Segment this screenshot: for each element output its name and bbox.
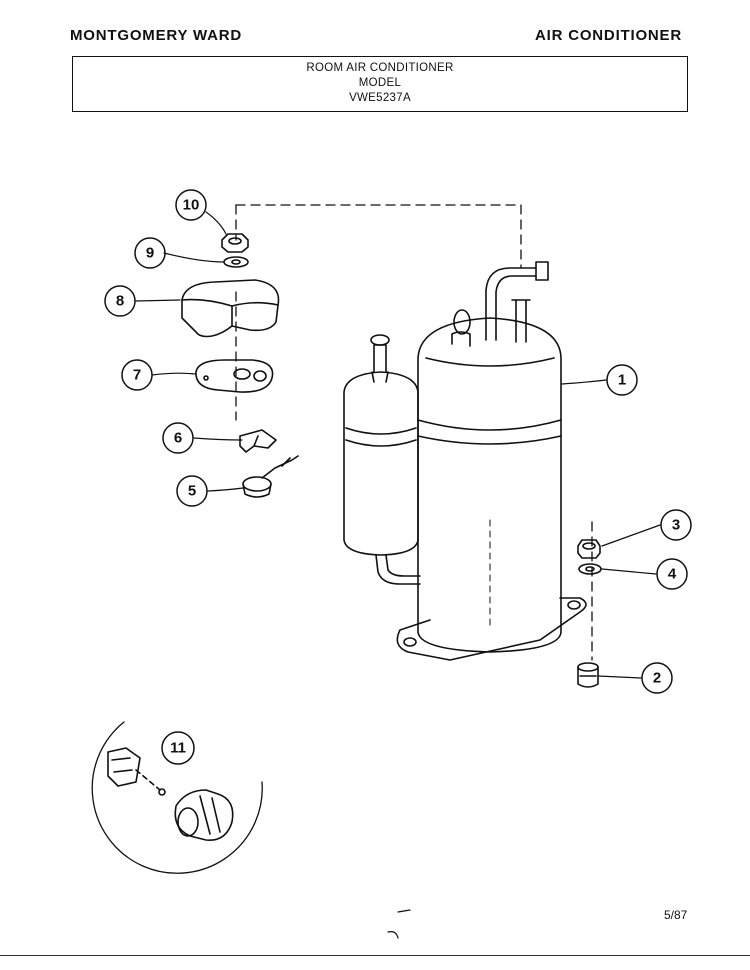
callout-10: 10 [183,197,200,214]
document-category: AIR CONDITIONER [535,27,682,44]
callout-5: 5 [188,483,196,500]
assembly-dashed-line [235,204,593,661]
callout-7: 7 [133,367,141,384]
callout-leaders [135,211,661,679]
callout-6: 6 [174,430,182,447]
callout-4: 4 [668,566,677,583]
part-9-washer [223,256,249,268]
title-box: ROOM AIR CONDITIONER MODEL VWE5237A [72,56,688,112]
callout-11: 11 [170,740,186,757]
part-6-overload-clip [239,429,277,453]
bottom-rule [0,955,750,956]
part-7-gasket [195,359,274,393]
part-10-nut [221,233,249,253]
callout-2: 2 [653,670,661,687]
part-4-washer [578,563,602,575]
callout-3: 3 [672,517,680,534]
part-11-inset [91,721,263,874]
title-line-3: VWE5237A [349,92,411,104]
callout-8: 8 [116,293,124,310]
part-8-terminal-cover [181,279,280,338]
title-line-2: MODEL [358,77,402,89]
callout-1: 1 [618,372,626,389]
page-date: 5/87 [664,908,688,922]
accumulator [343,334,421,585]
part-3-nut [577,539,601,559]
title-line-1: ROOM AIR CONDITIONER [306,62,454,74]
brand-name: MONTGOMERY WARD [70,27,242,44]
callout-9: 9 [146,245,154,262]
part-5-overload-protector [242,455,299,498]
part-1-compressor [396,261,587,661]
part-2-grommet [577,662,599,688]
stray-marks [387,909,411,939]
callout-circles [104,189,692,765]
